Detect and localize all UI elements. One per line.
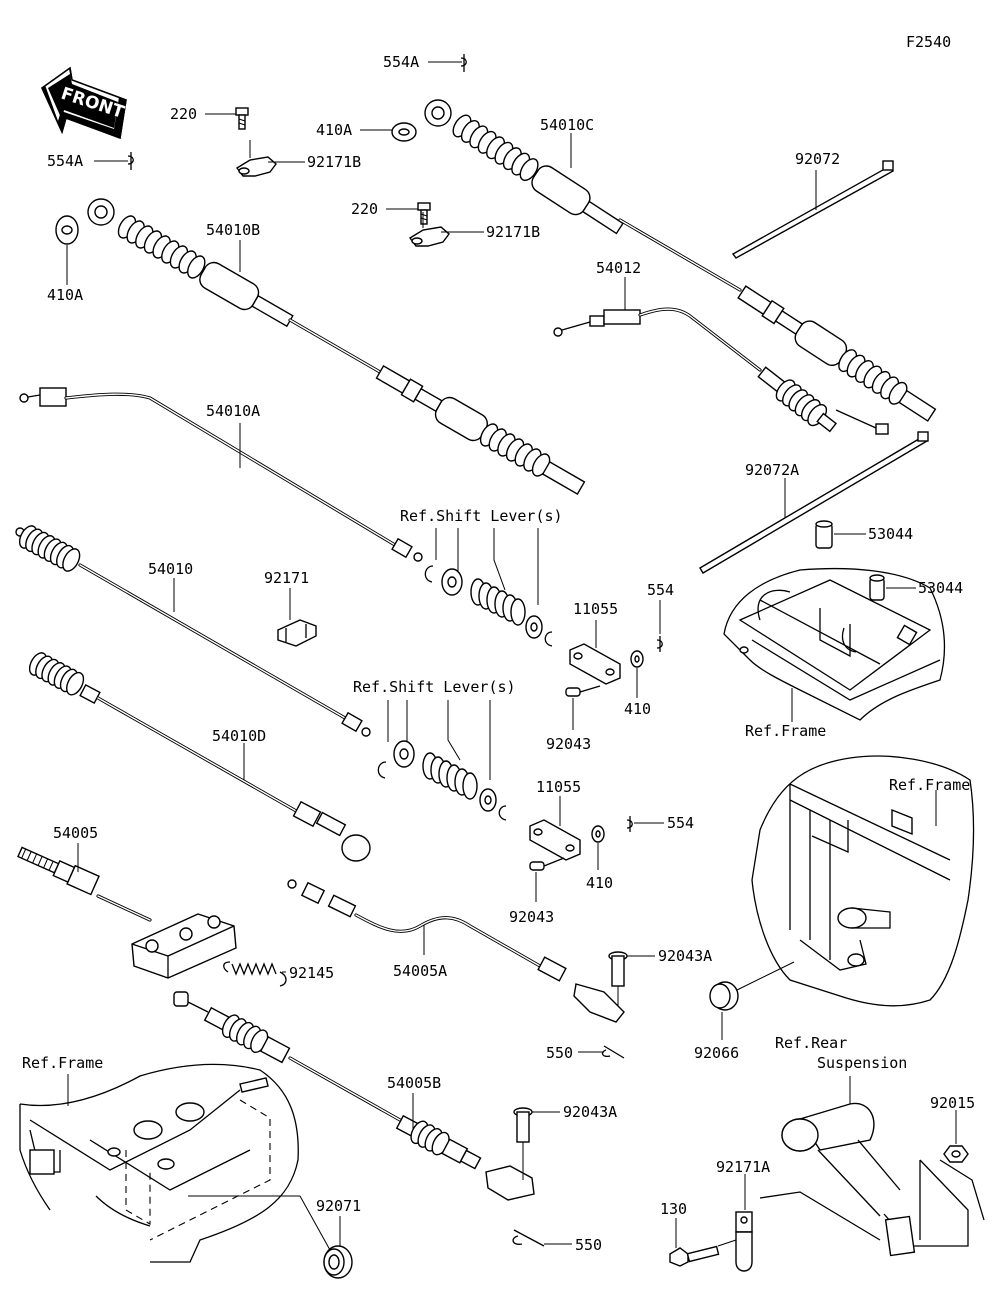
ref-rear-suspension-line2: Suspension <box>817 1054 907 1072</box>
callout-92171: 92171 <box>264 569 309 587</box>
callout-54012: 54012 <box>596 259 641 277</box>
lever-bracket-11055-a <box>569 643 621 685</box>
callout-54010C: 54010C <box>540 116 594 134</box>
shift-lever-parts-2 <box>377 740 507 821</box>
frame-bottom-left <box>19 1063 299 1263</box>
callout-92043A-a: 92043A <box>658 947 712 965</box>
callout-554A-left: 554A <box>47 152 83 170</box>
cable-bracket <box>131 913 237 979</box>
callout-54005A: 54005A <box>393 962 447 980</box>
figure-id: F2540 <box>906 33 951 51</box>
callout-53044-a: 53044 <box>868 525 913 543</box>
rear-suspension-arm <box>759 1102 985 1257</box>
callout-220-b: 220 <box>351 200 378 218</box>
clevis-pin-icon <box>513 1107 533 1180</box>
grommet-icon <box>323 1245 353 1279</box>
shift-lever-parts-1 <box>424 565 553 647</box>
cable-54012 <box>553 307 889 435</box>
callout-550-a: 550 <box>546 1044 573 1062</box>
cable-54010 <box>15 522 371 737</box>
cable-54010D <box>25 649 371 862</box>
callout-54005B: 54005B <box>387 1074 441 1092</box>
cable-tie-icon <box>699 431 929 574</box>
clamp-icon <box>735 1211 753 1272</box>
bolt-icon <box>669 1239 737 1267</box>
callout-92171B-a: 92171B <box>307 153 361 171</box>
grommet-53044-b <box>869 574 885 601</box>
cable-54010B <box>87 198 586 496</box>
callout-130: 130 <box>660 1200 687 1218</box>
cotter-pin-icon <box>127 152 134 170</box>
callout-54010: 54010 <box>148 560 193 578</box>
ref-frame-right-middle: Ref.Frame <box>889 776 970 794</box>
washer-icon <box>391 122 417 142</box>
callout-92171A: 92171A <box>716 1158 770 1176</box>
callout-11055-a: 11055 <box>573 600 618 618</box>
callout-92072: 92072 <box>795 150 840 168</box>
washer-icon <box>55 215 79 245</box>
callout-410A-b: 410A <box>47 286 83 304</box>
callout-53044-b: 53044 <box>918 579 963 597</box>
callout-54005: 54005 <box>53 824 98 842</box>
callout-410-a: 410 <box>624 700 651 718</box>
pin-icon <box>565 685 601 697</box>
frame-right-middle <box>751 755 975 1007</box>
callout-410-b: 410 <box>586 874 613 892</box>
callout-92043A-b: 92043A <box>563 1103 617 1121</box>
cable-54005B <box>173 991 535 1201</box>
cotter-pin-icon <box>656 636 663 652</box>
callout-92015: 92015 <box>930 1094 975 1112</box>
washer-icon <box>591 825 605 843</box>
callout-554-b: 554 <box>667 814 694 832</box>
cable-54010C <box>424 99 937 422</box>
lever-bracket-11055-b <box>529 819 581 861</box>
callout-11055-b: 11055 <box>536 778 581 796</box>
callout-554A-top: 554A <box>383 53 419 71</box>
ref-shift-lever-2: Ref.Shift Lever(s) <box>353 678 516 696</box>
clamp-icon <box>408 212 450 247</box>
spring-icon <box>223 961 287 987</box>
cotter-pin-icon <box>626 816 633 832</box>
cotter-pin-icon <box>601 1045 625 1059</box>
nut-icon <box>943 1145 969 1163</box>
callout-92066: 92066 <box>694 1044 739 1062</box>
ref-frame-bottom-left: Ref.Frame <box>22 1054 103 1072</box>
cable-54010A <box>19 387 423 562</box>
callout-220-a: 220 <box>170 105 197 123</box>
callout-92145: 92145 <box>289 964 334 982</box>
callout-92043-b: 92043 <box>509 908 554 926</box>
cotter-pin-icon <box>460 54 467 72</box>
pin-icon <box>529 857 565 871</box>
cotter-pin-icon <box>512 1229 545 1247</box>
frame-right-top <box>723 567 946 721</box>
ref-rear-suspension-line1: Ref.Rear <box>775 1034 847 1052</box>
callout-92171B-b: 92171B <box>486 223 540 241</box>
callout-410A-a: 410A <box>316 121 352 139</box>
ref-frame-right-top: Ref.Frame <box>745 722 826 740</box>
clamp-icon <box>235 140 277 177</box>
callout-92072A: 92072A <box>745 461 799 479</box>
callout-92043-a: 92043 <box>546 735 591 753</box>
clevis-pin-icon <box>608 951 628 1006</box>
cable-tie-icon <box>731 160 894 259</box>
plug-icon <box>709 981 739 1011</box>
cable-54005 <box>17 846 152 922</box>
washer-icon <box>630 650 644 668</box>
front-arrow-icon: FRONT <box>41 66 127 140</box>
callout-92071: 92071 <box>316 1197 361 1215</box>
grommet-53044-a <box>815 520 833 549</box>
screw-icon <box>417 202 431 225</box>
clip-icon <box>277 619 317 647</box>
ref-shift-lever-1: Ref.Shift Lever(s) <box>400 507 563 525</box>
callout-54010B: 54010B <box>206 221 260 239</box>
callout-554-a: 554 <box>647 581 674 599</box>
callout-54010A: 54010A <box>206 402 260 420</box>
screw-icon <box>235 107 249 130</box>
callout-54010D: 54010D <box>212 727 266 745</box>
callout-550-b: 550 <box>575 1236 602 1254</box>
cable-54005A <box>287 879 625 1023</box>
